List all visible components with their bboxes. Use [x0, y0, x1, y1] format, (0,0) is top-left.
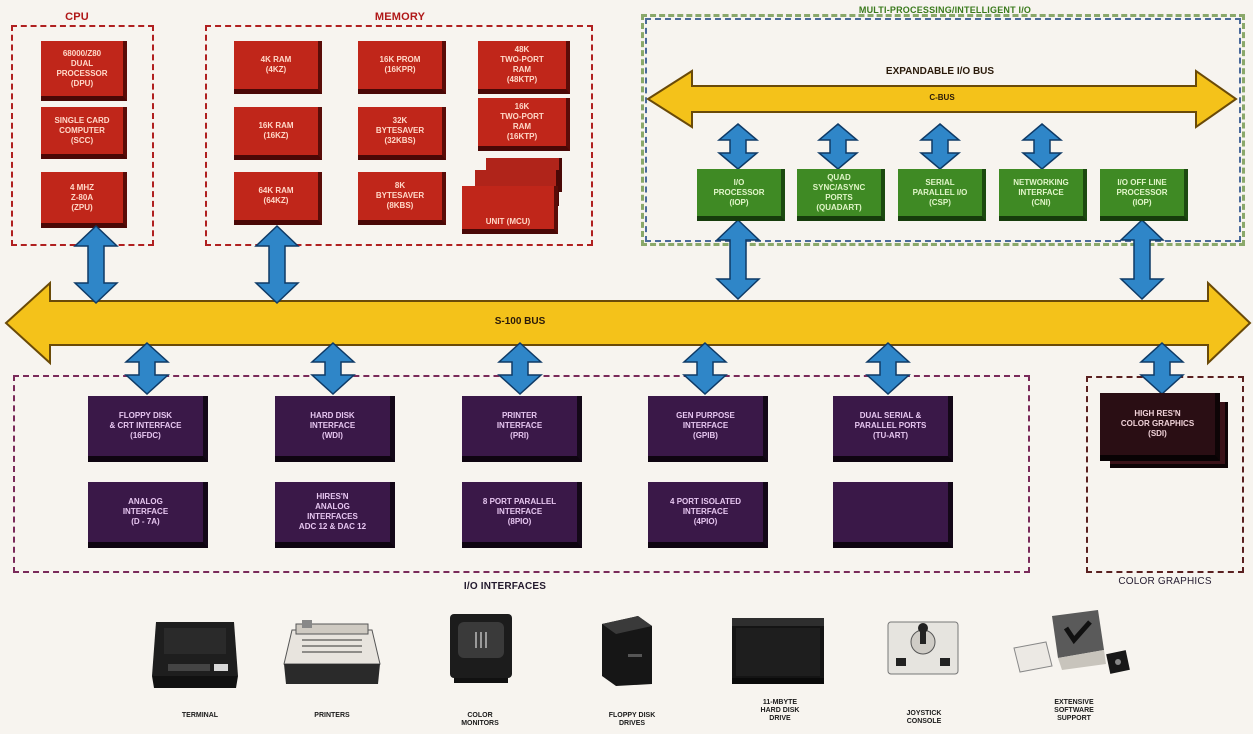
memory-card-4kz: 4K RAM (4KZ) [234, 41, 322, 94]
c-bus-arrow [646, 69, 1238, 129]
multi-processing-title: MULTI-PROCESSING/INTELLIGENT I/O [858, 5, 1032, 15]
memory-card-16kpr: 16K PROM (16KPR) [358, 41, 446, 94]
cpu-title: CPU [65, 11, 89, 23]
interface-card-4pio: 4 PORT ISOLATED INTERFACE (4PIO) [648, 482, 768, 548]
cpu-card-scc: SINGLE CARD COMPUTER (SCC) [41, 107, 127, 159]
expandable-io-bus-label: EXPANDABLE I/O BUS [885, 66, 995, 77]
color-graphics-title: COLOR GRAPHICS [1118, 576, 1212, 587]
arrow-cbus-csp [918, 123, 962, 170]
s100-bus-label: S-100 BUS [494, 316, 546, 327]
s100-bus-arrow [4, 280, 1252, 366]
arrow-offline-bus [1119, 218, 1165, 301]
arrow-iop-bus [715, 218, 761, 301]
arrow-bus-sdi [1139, 341, 1185, 396]
color-monitor-icon [450, 614, 512, 683]
arrow-cbus-cni [1020, 123, 1064, 170]
io-processor-card-csp: SERIAL PARALLEL I/O (CSP) [898, 169, 986, 221]
arrow-bus-pri [497, 341, 543, 396]
interface-card-8pio: 8 PORT PARALLEL INTERFACE (8PIO) [462, 482, 582, 548]
cpu-card-zpu: 4 MHZ Z-80A (ZPU) [41, 172, 127, 228]
interface-card-gpib: GEN PURPOSE INTERFACE (GPIB) [648, 396, 768, 462]
arrow-memory-bus [254, 224, 300, 305]
device-label-floppy-drives: FLOPPY DISK DRIVES [608, 712, 656, 727]
interface-card-adc-dac: HIRES'N ANALOG INTERFACES ADC 12 & DAC 1… [275, 482, 395, 548]
io-processor-card-iop: I/O PROCESSOR (IOP) [697, 169, 785, 221]
memory-title: MEMORY [374, 11, 426, 23]
color-graphics-card-sdi: HIGH RES'N COLOR GRAPHICS (SDI) [1100, 393, 1220, 461]
memory-card-8kbs: 8K BYTESAVER (8KBS) [358, 172, 446, 225]
device-label-hard-disk: 11-MBYTE HARD DISK DRIVE [760, 699, 800, 722]
arrow-bus-16fdc [124, 341, 170, 396]
interface-card-blank [833, 482, 953, 548]
c-bus-label: C-BUS [929, 93, 955, 102]
arrow-cbus-quadart [816, 123, 860, 170]
arrow-bus-gpib [682, 341, 728, 396]
floppy-drive-icon [602, 616, 652, 686]
arrow-cbus-iop [716, 123, 760, 170]
joystick-console-icon [887, 621, 959, 675]
interface-card-pri: PRINTER INTERFACE (PRI) [462, 396, 582, 462]
arrow-bus-wdi [310, 341, 356, 396]
arrow-cpu-bus [73, 224, 119, 305]
memory-card-48ktp: 48K TWO-PORT RAM (48KTP) [478, 41, 570, 94]
io-processor-card-quadart: QUAD SYNC/ASYNC PORTS (QUADART) [797, 169, 885, 221]
io-processor-card-offline: I/O OFF LINE PROCESSOR (IOP) [1100, 169, 1188, 221]
printer-icon [283, 620, 381, 684]
memory-card-64kz: 64K RAM (64KZ) [234, 172, 322, 225]
cpu-card-dpu: 68000/Z80 DUAL PROCESSOR (DPU) [41, 41, 127, 101]
interface-card-tuart: DUAL SERIAL & PARALLEL PORTS (TU-ART) [833, 396, 953, 462]
memory-card-mcu: UNIT (MCU) [462, 186, 558, 234]
interface-card-d7a: ANALOG INTERFACE (D - 7A) [88, 482, 208, 548]
terminal-icon [152, 622, 238, 688]
device-label-printers: PRINTERS [314, 712, 350, 719]
interface-card-wdi: HARD DISK INTERFACE (WDI) [275, 396, 395, 462]
io-interfaces-title: I/O INTERFACES [463, 581, 547, 592]
memory-card-16ktp: 16K TWO-PORT RAM (16KTP) [478, 98, 570, 151]
device-label-joystick: JOYSTICK CONSOLE [906, 710, 942, 725]
memory-group [205, 25, 593, 246]
software-support-icon [1013, 610, 1130, 674]
arrow-bus-tuart [865, 341, 911, 396]
io-processor-card-cni: NETWORKING INTERFACE (CNI) [999, 169, 1087, 221]
memory-card-16kz: 16K RAM (16KZ) [234, 107, 322, 160]
interface-card-16fdc: FLOPPY DISK & CRT INTERFACE (16FDC) [88, 396, 208, 462]
device-label-software: EXTENSIVE SOFTWARE SUPPORT [1054, 699, 1094, 722]
hard-disk-icon [732, 618, 824, 684]
multi-processing-group [641, 14, 1245, 246]
memory-card-32kbs: 32K BYTESAVER (32KBS) [358, 107, 446, 160]
device-label-terminal: TERMINAL [181, 712, 219, 719]
device-label-color-monitors: COLOR MONITORS [461, 712, 499, 727]
